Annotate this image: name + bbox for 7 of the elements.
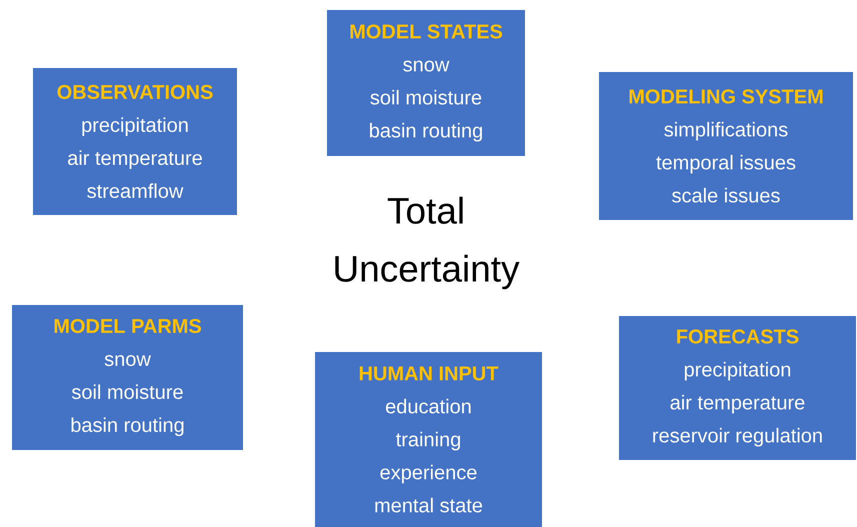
text-box: HUMAN INPUT education training experience mental state bbox=[315, 352, 542, 527]
text-box: MODELING SYSTEM simplifications temporal issues scale issues bbox=[599, 72, 853, 220]
text-box: MODEL STATES snow soil moisture basin routing bbox=[327, 10, 525, 156]
text-box: MODEL PARMS snow soil moisture basin routing bbox=[12, 304, 243, 450]
center-title: Total Uncertainty bbox=[335, 196, 520, 290]
text-box: OBSERVATIONS precipitation air temperature streamflow bbox=[33, 68, 237, 215]
text-box: FORECASTS precipitation air temperature reservoir regulation bbox=[619, 316, 856, 460]
